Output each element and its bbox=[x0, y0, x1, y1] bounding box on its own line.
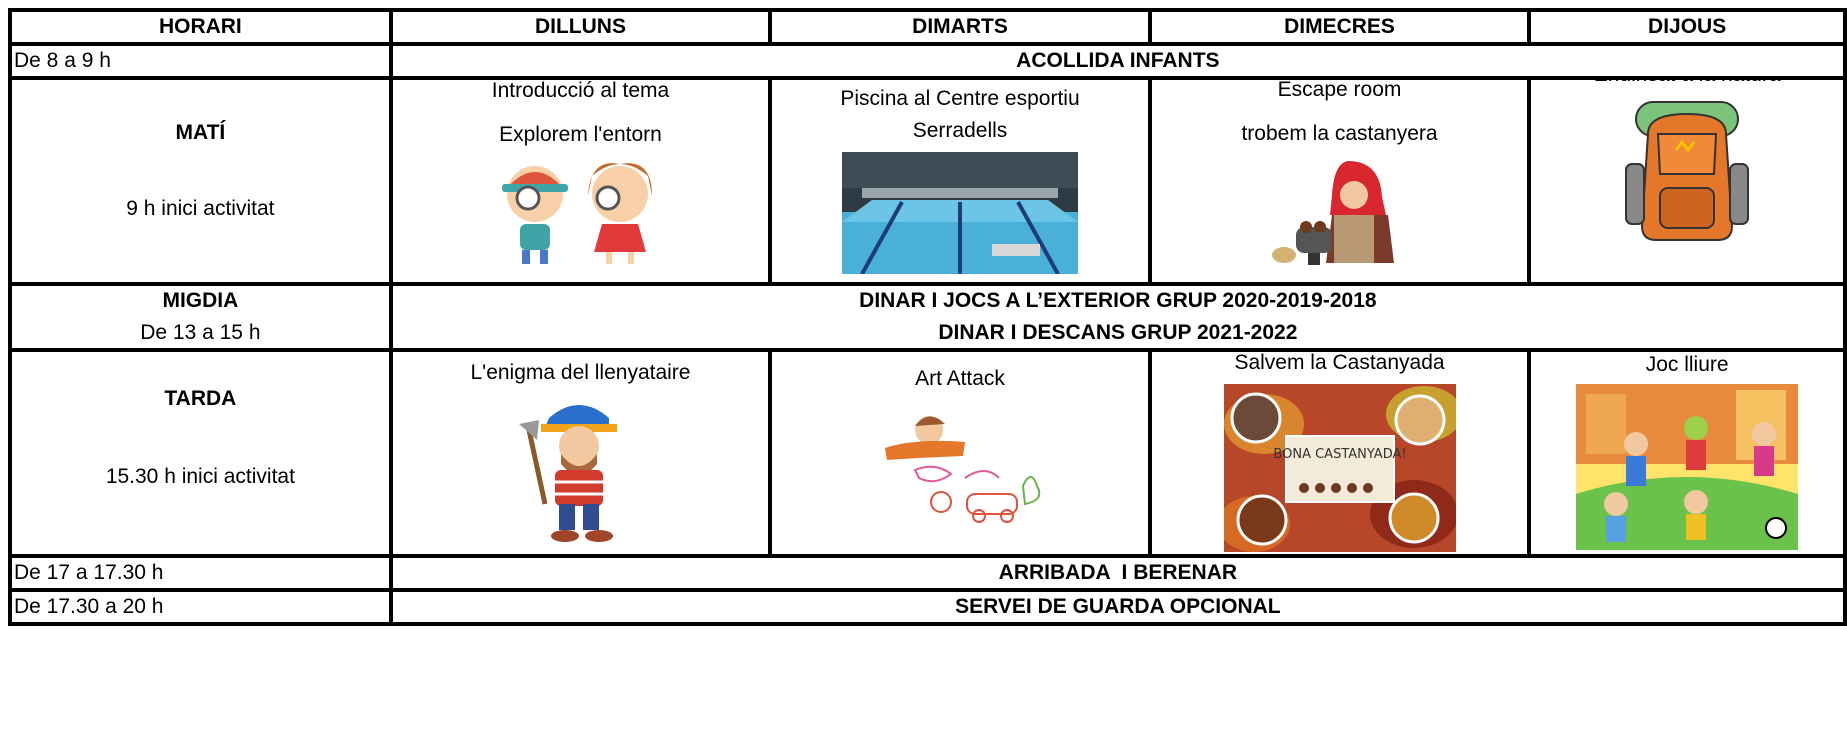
migdia-sub: De 13 a 15 h bbox=[140, 321, 261, 344]
schedule-table: HORARI DILLUNS DIMARTS DIMECRES DIJOUS D… bbox=[8, 8, 1847, 626]
mati-label-cell: MATÍ 9 h inici activitat bbox=[8, 76, 393, 286]
activity-subtitle: Serradells bbox=[912, 119, 1008, 142]
mati-label: MATÍ bbox=[175, 121, 226, 144]
activity-title: Art Attack bbox=[915, 367, 1005, 390]
migdia-label-cell: MIGDIA De 13 a 15 h bbox=[8, 282, 393, 352]
activity-title: Piscina al Centre esportiu bbox=[840, 87, 1080, 110]
migdia-line-2: DINAR I DESCANS GRUP 2021-2022 bbox=[938, 321, 1298, 344]
activity-title: Salvem la Castanyada bbox=[1234, 351, 1445, 374]
mati-dimecres: Escape room trobem la castanyera bbox=[1147, 76, 1532, 286]
tarda-dimecres: Salvem la Castanyada BONA CASTANYADA! bbox=[1147, 348, 1532, 558]
tarda-dijous: Joc lliure bbox=[1527, 348, 1847, 558]
arribada-time: De 17 a 17.30 h bbox=[8, 554, 393, 592]
header-dimecres: DIMECRES bbox=[1147, 8, 1532, 46]
kids-magnifier-icon bbox=[502, 163, 653, 264]
activity-subtitle: Explorem l'entorn bbox=[499, 123, 662, 146]
mati-dijous: Endinsat a la natura bbox=[1527, 76, 1847, 286]
mati-sub: 9 h inici activitat bbox=[126, 197, 275, 220]
chestnut-seller-icon bbox=[1271, 161, 1394, 265]
activity-title: Introducció al tema bbox=[491, 79, 670, 102]
guarda-time: De 17.30 a 20 h bbox=[8, 588, 393, 626]
kids-playing-icon bbox=[1576, 384, 1799, 550]
activity-title: Escape room bbox=[1277, 78, 1402, 101]
tarda-dilluns: L'enigma del llenyataire bbox=[388, 348, 773, 558]
tarda-sub: 15.30 h inici activitat bbox=[105, 465, 295, 488]
arribada-text: ARRIBADA I BERENAR bbox=[388, 554, 1847, 592]
acollida-text: ACOLLIDA INFANTS bbox=[388, 42, 1847, 80]
row-guarda: De 17.30 a 20 h SERVEI DE GUARDA OPCIONA… bbox=[8, 588, 1847, 626]
swimming-pool-photo bbox=[842, 152, 1078, 274]
row-acollida: De 8 a 9 h ACOLLIDA INFANTS bbox=[8, 42, 1847, 80]
activity-title: L'enigma del llenyataire bbox=[470, 361, 691, 384]
mati-dilluns: Introducció al tema Explorem l'entorn bbox=[388, 76, 773, 286]
tarda-label: TARDA bbox=[164, 387, 237, 410]
header-dimarts: DIMARTS bbox=[768, 8, 1152, 46]
castanyada-photo: BONA CASTANYADA! bbox=[1223, 384, 1456, 552]
header-dijous: DIJOUS bbox=[1527, 8, 1847, 46]
header-horari: HORARI bbox=[8, 8, 393, 46]
mati-dimarts: Piscina al Centre esportiu Serradells bbox=[768, 76, 1152, 286]
backpack-icon bbox=[1625, 101, 1750, 241]
child-drawing-icon bbox=[885, 416, 1041, 523]
activity-title: Joc lliure bbox=[1645, 353, 1729, 376]
tarda-dimarts: Art Attack bbox=[768, 348, 1152, 558]
guarda-text: SERVEI DE GUARDA OPCIONAL bbox=[388, 588, 1847, 626]
row-arribada: De 17 a 17.30 h ARRIBADA I BERENAR bbox=[8, 554, 1847, 592]
migdia-text-cell: DINAR I JOCS A L’EXTERIOR GRUP 2020-2019… bbox=[388, 282, 1847, 352]
lumberjack-icon bbox=[519, 405, 618, 542]
header-dilluns: DILLUNS bbox=[388, 8, 773, 46]
migdia-line-1: DINAR I JOCS A L’EXTERIOR GRUP 2020-2019… bbox=[859, 289, 1377, 312]
activity-title: Endinsat a la natura bbox=[1533, 82, 1841, 90]
row-migdia: MIGDIA De 13 a 15 h DINAR I JOCS A L’EXT… bbox=[8, 282, 1847, 352]
row-mati: MATÍ 9 h inici activitat Introducció al … bbox=[8, 76, 1847, 286]
row-tarda: TARDA 15.30 h inici activitat L'enigma d… bbox=[8, 348, 1847, 558]
migdia-label: MIGDIA bbox=[162, 289, 239, 312]
tarda-label-cell: TARDA 15.30 h inici activitat bbox=[8, 348, 393, 558]
castanyada-badge: BONA CASTANYADA! bbox=[1273, 447, 1406, 462]
acollida-time: De 8 a 9 h bbox=[8, 42, 393, 80]
header-row: HORARI DILLUNS DIMARTS DIMECRES DIJOUS bbox=[8, 8, 1847, 46]
activity-subtitle: trobem la castanyera bbox=[1241, 122, 1438, 145]
